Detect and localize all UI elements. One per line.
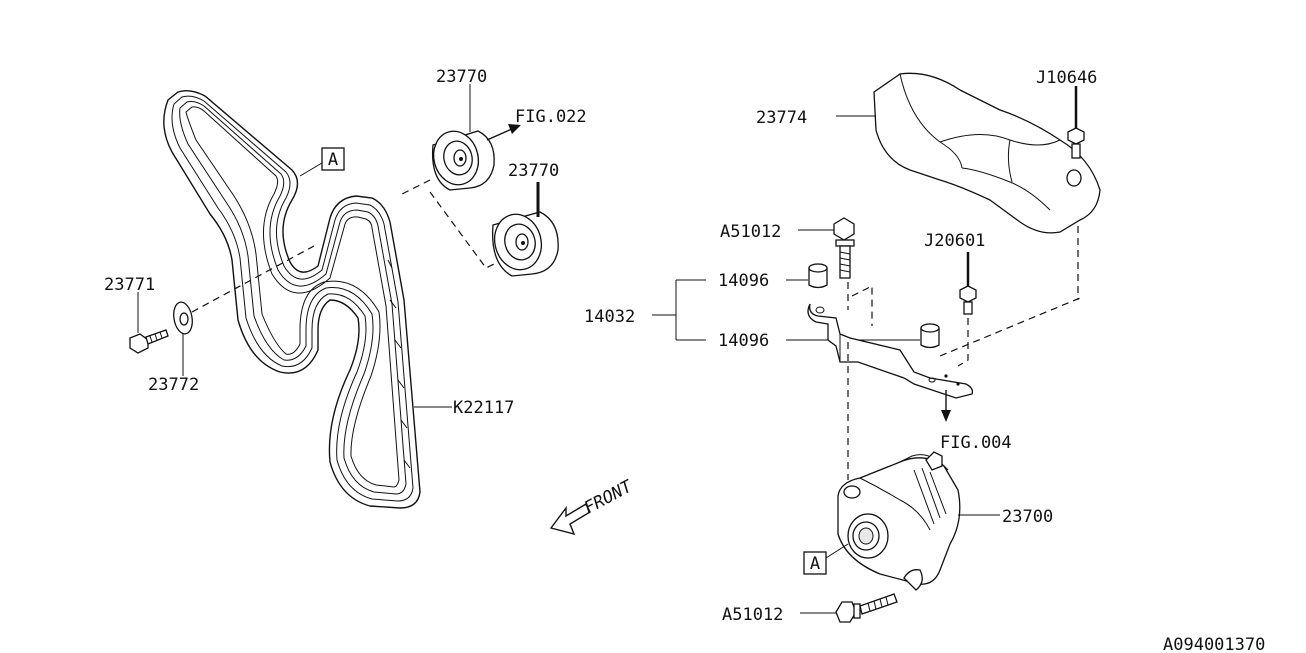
bolt-a51012-bottom: [835, 593, 898, 623]
bracket-14032: [807, 303, 974, 399]
part-label-j20601: J20601: [924, 231, 985, 251]
front-arrow: FRONT: [549, 476, 637, 536]
part-label-j10646: J10646: [1036, 68, 1097, 88]
idler-pulley-upper: [431, 130, 495, 191]
serpentine-belt: [163, 89, 421, 509]
cover-23774: [873, 72, 1101, 234]
part-label-k22117: K22117: [453, 398, 514, 418]
part-label-23700: 23700: [1002, 507, 1053, 527]
part-label-14032: 14032: [584, 307, 635, 327]
figure-ref-fig022: FIG.022: [515, 107, 587, 127]
bolt-a51012-top: [833, 217, 855, 279]
part-label-14096-top: 14096: [718, 271, 769, 291]
front-label: FRONT: [581, 476, 637, 519]
reference-box-a-label: A: [328, 150, 338, 170]
part-label-14096-bottom: 14096: [718, 331, 769, 351]
washer-23772: [173, 301, 193, 335]
part-label-a51012-top: A51012: [720, 222, 781, 242]
part-label-23774: 23774: [756, 108, 807, 128]
fig-004-arrow: [941, 390, 951, 422]
bolt-j10646: [1067, 86, 1085, 159]
part-label-23770-lower: 23770: [508, 161, 559, 181]
bushing-14096-top: [808, 263, 828, 289]
bolt-23771: [129, 329, 169, 354]
part-label-23772: 23772: [148, 375, 199, 395]
idler-pulley-lower: [491, 211, 559, 277]
part-label-a51012-bottom: A51012: [722, 605, 783, 625]
bolt-j20601: [959, 252, 977, 315]
part-label-23771: 23771: [104, 275, 155, 295]
bushing-14096-bottom: [920, 323, 940, 349]
reference-box-a-bottom: A: [803, 543, 849, 575]
diagram-id: A094001370: [1163, 635, 1265, 653]
fig-022-arrow: [486, 124, 521, 141]
reference-box-a-top: A: [299, 147, 345, 177]
alternator-23700: [837, 451, 961, 591]
reference-box-a-bottom-label: A: [810, 554, 820, 574]
figure-ref-fig004: FIG.004: [940, 433, 1012, 453]
part-label-23770-top: 23770: [436, 67, 487, 87]
